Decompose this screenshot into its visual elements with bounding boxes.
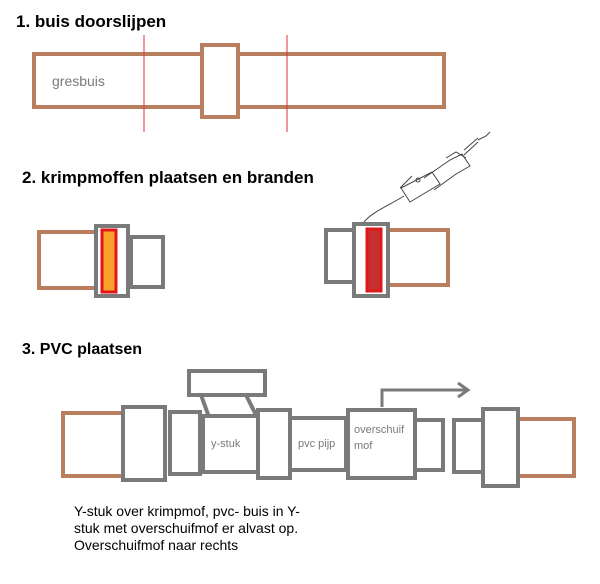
shrink-sleeve-left [121, 405, 167, 482]
caption-line-3: Overschuifmof naar rechts [74, 537, 239, 553]
heat-gun-icon [363, 131, 491, 223]
heated-band [100, 228, 118, 294]
caption-line-1: Y-stuk over krimpmof, pvc- buis in Y- [74, 503, 300, 519]
shrink-sleeve-right [481, 407, 520, 488]
slip-coupling-end [413, 418, 445, 472]
diagram-canvas: gresbuis [32, 35, 576, 488]
y-piece-branch-cap [187, 369, 267, 397]
clay-pipe-left [61, 411, 125, 478]
pvc-pijp-label: pvc pijp [298, 438, 335, 450]
arrow-right-icon [380, 381, 471, 407]
clay-pipe-right [514, 417, 576, 478]
caption-line-2: stuk met overschuifmof er alvast op. [74, 520, 299, 536]
overschuifmof-label-line1: overschuif [354, 424, 405, 436]
y-stuk-label: y-stuk [211, 438, 241, 450]
socket-left [256, 408, 292, 480]
step-1-group: gresbuis [32, 35, 446, 132]
step-1-title: 1. buis doorslijpen [16, 12, 167, 31]
y-piece-branch [198, 393, 261, 419]
pvc-stub [324, 228, 358, 284]
gresbuis-label: gresbuis [52, 73, 105, 89]
pvc-stub-left [168, 410, 202, 476]
step-2-right-group [324, 222, 450, 298]
step-2-left-group [37, 224, 165, 298]
step-3-title: 3. PVC plaatsen [22, 341, 143, 358]
step-2-title: 2. krimpmoffen plaatsen en branden [22, 168, 314, 187]
caption: Y-stuk over krimpmof, pvc- buis in Y- st… [74, 503, 374, 554]
heated-band [365, 227, 383, 293]
step-3-group: y-stuk pvc pijp overschuif mof [61, 369, 576, 488]
overschuifmof-label-line2: mof [354, 440, 373, 452]
pvc-stub [129, 235, 165, 289]
sleeve [200, 43, 240, 119]
pvc-stub-right [452, 418, 486, 474]
